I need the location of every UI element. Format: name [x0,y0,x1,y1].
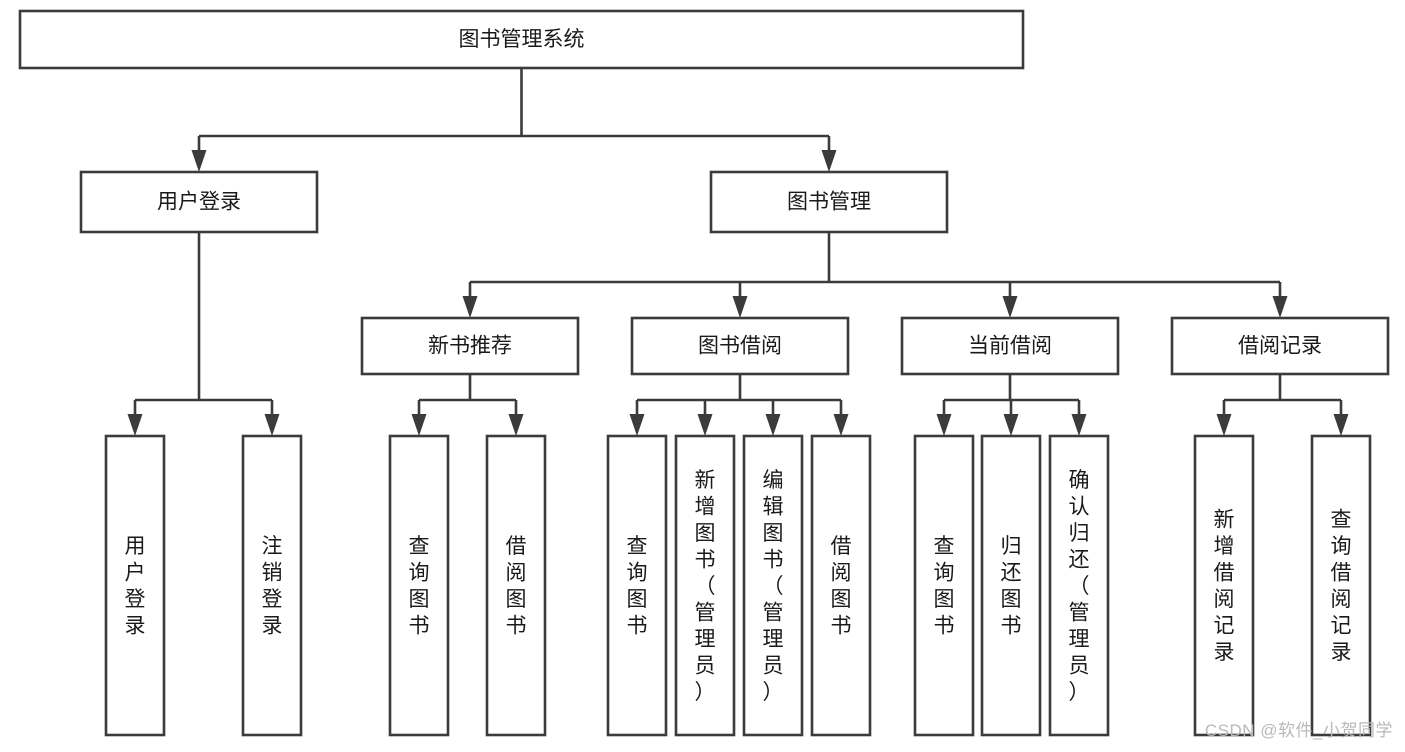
node-label: 新增图书（管理员） [695,469,716,704]
node-label: 归还图书 [1001,535,1022,638]
node-box [709,170,949,234]
node-label: 查询借阅记录 [1331,509,1352,665]
node-box [630,316,850,376]
node-box [388,434,450,737]
node-box [810,434,872,737]
node-label: 新增借阅记录 [1214,509,1235,665]
node-leaf-7[interactable]: 编辑图书（管理员） [742,434,804,737]
arrow-head-icon [765,414,781,436]
arrow-head-icon [411,414,427,436]
node-label: 新书推荐 [428,335,512,358]
node-leaf-13[interactable]: 查询借阅记录 [1310,434,1372,737]
node-leaf-9[interactable]: 查询图书 [913,434,975,737]
arrow-head-icon [1003,414,1019,436]
node-box [18,9,1025,70]
node-label: 查询图书 [409,535,430,638]
node-label: 借阅图书 [506,535,527,638]
node-leaf-6[interactable]: 新增图书（管理员） [674,434,736,737]
node-label: 借阅记录 [1238,335,1322,358]
node-current[interactable]: 当前借阅 [900,316,1120,376]
arrow-head-icon [1216,414,1232,436]
node-login[interactable]: 用户登录 [79,170,319,234]
arrow-head-icon [1071,414,1087,436]
connector-layer [127,68,1349,436]
arrow-head-icon [191,150,207,172]
node-records[interactable]: 借阅记录 [1170,316,1390,376]
arrow-head-icon [629,414,645,436]
node-leaf-5[interactable]: 查询图书 [606,434,668,737]
arrow-head-icon [697,414,713,436]
arrow-head-icon [821,150,837,172]
node-label: 确认归还（管理员） [1069,469,1090,704]
node-leaf-10[interactable]: 归还图书 [980,434,1042,737]
arrow-head-icon [462,296,478,318]
node-box [360,316,580,376]
node-box [1193,434,1255,737]
node-box [485,434,547,737]
node-label: 当前借阅 [968,335,1052,358]
node-box [606,434,668,737]
node-leaf-1[interactable]: 用户登录 [104,434,166,737]
node-label: 编辑图书（管理员） [763,469,784,704]
node-label: 图书借阅 [698,335,782,358]
arrow-head-icon [127,414,143,436]
node-label: 图书管理 [787,191,871,214]
node-label: 图书管理系统 [459,28,585,51]
node-label: 查询图书 [934,535,955,638]
node-bookmgmt[interactable]: 图书管理 [709,170,949,234]
arrow-head-icon [264,414,280,436]
node-box [980,434,1042,737]
node-box [79,170,319,234]
node-label: 注销登录 [262,535,283,638]
node-box [900,316,1120,376]
node-box [104,434,166,737]
node-layer: 图书管理系统用户登录图书管理新书推荐图书借阅当前借阅借阅记录用户登录注销登录查询… [18,9,1390,737]
node-box [241,434,303,737]
arrow-head-icon [508,414,524,436]
node-root[interactable]: 图书管理系统 [18,9,1025,70]
node-label: 用户登录 [125,535,146,638]
node-label: 用户登录 [157,191,241,214]
node-box [1048,434,1110,737]
arrow-head-icon [732,296,748,318]
node-box [1170,316,1390,376]
arrow-head-icon [1333,414,1349,436]
arrow-head-icon [936,414,952,436]
arrow-head-icon [833,414,849,436]
node-label: 借阅图书 [831,535,852,638]
node-leaf-8[interactable]: 借阅图书 [810,434,872,737]
node-box [674,434,736,737]
node-box [742,434,804,737]
node-box [913,434,975,737]
arrow-head-icon [1272,296,1288,318]
arrow-head-icon [1002,296,1018,318]
node-box [1310,434,1372,737]
node-leaf-2[interactable]: 注销登录 [241,434,303,737]
node-leaf-11[interactable]: 确认归还（管理员） [1048,434,1110,737]
node-leaf-4[interactable]: 借阅图书 [485,434,547,737]
node-label: 查询图书 [627,535,648,638]
node-newbook[interactable]: 新书推荐 [360,316,580,376]
node-leaf-12[interactable]: 新增借阅记录 [1193,434,1255,737]
node-leaf-3[interactable]: 查询图书 [388,434,450,737]
node-borrow[interactable]: 图书借阅 [630,316,850,376]
